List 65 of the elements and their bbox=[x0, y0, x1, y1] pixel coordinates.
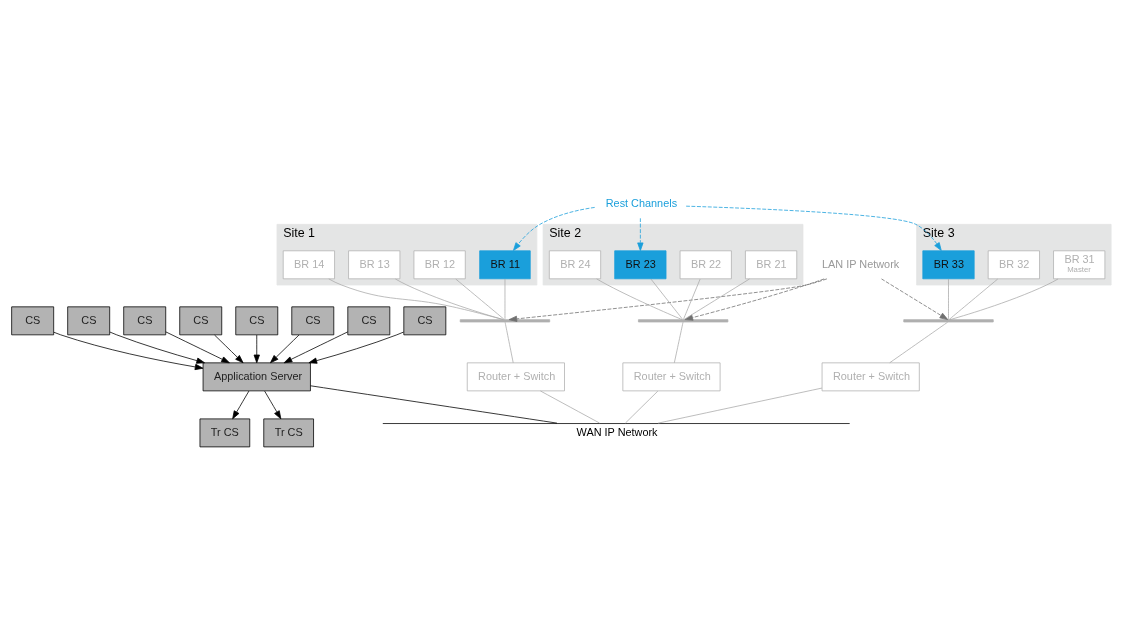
node-box: CS bbox=[179, 305, 223, 335]
arrow bbox=[685, 205, 942, 251]
node-bar bbox=[638, 318, 729, 322]
arrow bbox=[881, 278, 949, 320]
node-box: BR 24 bbox=[548, 249, 602, 279]
node-box: BR 11 bbox=[479, 249, 531, 279]
arrow bbox=[53, 331, 204, 370]
arrow bbox=[684, 278, 825, 321]
node-box: BR 13 bbox=[348, 249, 401, 279]
node-box: BR 32 bbox=[987, 249, 1040, 279]
node-box: Router + Switch bbox=[466, 361, 565, 391]
connector bbox=[310, 384, 558, 423]
connector bbox=[657, 387, 823, 424]
node-bar bbox=[459, 318, 551, 322]
connector bbox=[395, 278, 504, 320]
node-box: BR 14 bbox=[282, 249, 335, 279]
connector bbox=[948, 278, 949, 320]
connector bbox=[540, 390, 600, 423]
arrow bbox=[637, 217, 644, 251]
connector bbox=[683, 278, 701, 320]
node-box: Application Server bbox=[202, 361, 311, 391]
connector bbox=[673, 321, 684, 363]
node-box: BR 22 bbox=[679, 249, 732, 279]
connector bbox=[948, 278, 999, 320]
node-box: BR 21 bbox=[745, 249, 798, 279]
arrow bbox=[109, 331, 205, 364]
connector bbox=[625, 390, 659, 423]
node-box: Router + Switch bbox=[821, 361, 920, 391]
connector bbox=[596, 278, 683, 320]
node-text: LAN IP Network bbox=[822, 257, 900, 270]
node-box: Tr CS bbox=[199, 418, 251, 447]
arrow bbox=[308, 331, 404, 364]
node-box: BR 23 bbox=[614, 249, 667, 279]
node-box: CS bbox=[235, 305, 279, 335]
node-box: BR 33 bbox=[922, 249, 975, 279]
arrow bbox=[508, 277, 828, 322]
node-box: CS bbox=[347, 305, 391, 335]
node-text: Rest Channels bbox=[605, 196, 678, 209]
connector bbox=[455, 278, 505, 320]
arrow bbox=[513, 206, 596, 251]
node-box: Router + Switch bbox=[622, 361, 721, 391]
node-bar bbox=[903, 318, 994, 322]
connector bbox=[504, 278, 506, 320]
node-box: CS bbox=[291, 305, 335, 335]
arrow bbox=[264, 390, 282, 419]
connector bbox=[504, 321, 514, 363]
connector bbox=[949, 278, 1059, 320]
arrow bbox=[270, 334, 300, 363]
node-box: CS bbox=[11, 305, 55, 335]
arrow bbox=[253, 334, 260, 363]
arrow bbox=[165, 330, 230, 363]
node-box: CS bbox=[403, 305, 447, 335]
node-box: Tr CS bbox=[263, 418, 314, 447]
connector bbox=[683, 278, 750, 320]
connector bbox=[650, 278, 684, 320]
node-box: BR 31 Master bbox=[1053, 249, 1106, 279]
arrow bbox=[283, 330, 349, 363]
node-box: BR 12 bbox=[413, 249, 466, 279]
arrow bbox=[214, 334, 244, 363]
connector bbox=[328, 277, 504, 320]
connector bbox=[889, 321, 948, 363]
node-box: CS bbox=[123, 305, 167, 335]
node-box: CS bbox=[67, 305, 111, 335]
node-text: WAN IP Network bbox=[576, 425, 658, 438]
arrow bbox=[232, 390, 250, 419]
